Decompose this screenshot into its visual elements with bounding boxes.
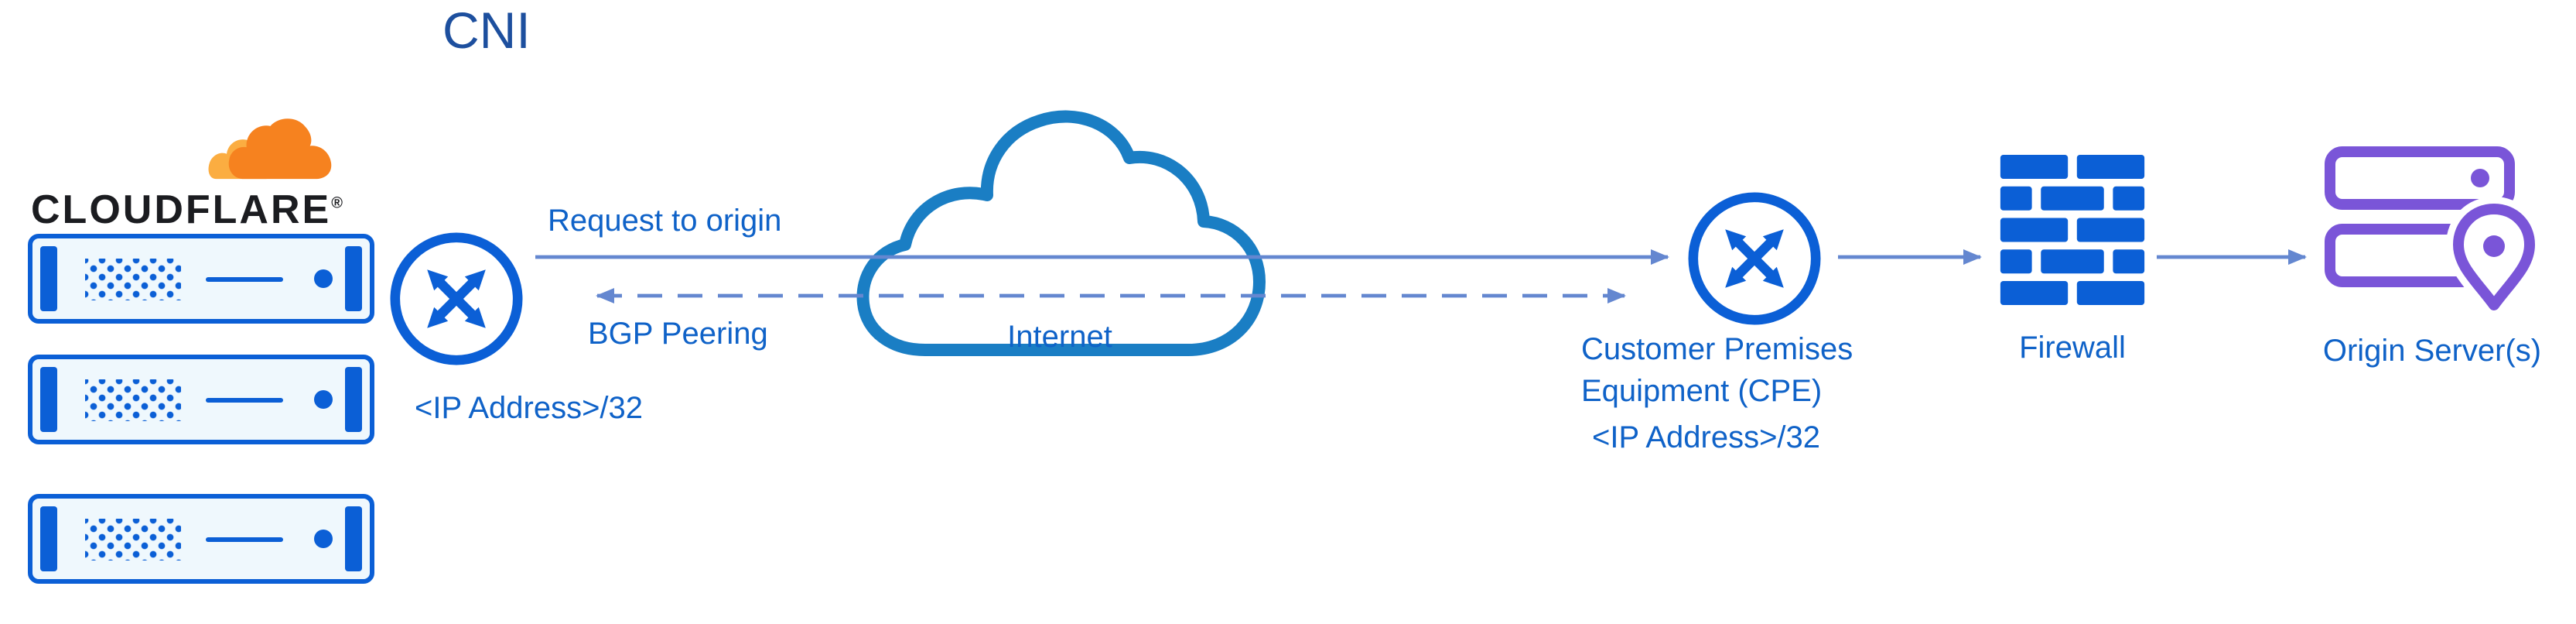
origin-server-led [2471, 169, 2489, 187]
router-arrows [1730, 234, 1779, 283]
firewall-label: Firewall [2019, 331, 2126, 365]
cni-router-icon [390, 232, 523, 365]
cloud-outline [856, 110, 1266, 356]
server-vent-dots [85, 518, 181, 560]
server-slot-line [206, 397, 283, 402]
cpe-label-line1: Customer Premises [1581, 333, 1853, 367]
server-led-dot [314, 269, 333, 288]
location-pin-dot [2483, 235, 2505, 257]
page-title: CNI [442, 2, 531, 59]
cloudflare-logo: CLOUDFLARE® [31, 118, 396, 232]
server-led-dot [314, 390, 333, 409]
edge-server [28, 494, 374, 584]
bgp-peering-label: BGP Peering [588, 317, 768, 351]
server-led-dot [314, 530, 333, 548]
wordmark-text: CLOUDFLARE [31, 186, 332, 232]
internet-label: Internet [1007, 321, 1112, 355]
server-slot-line [206, 537, 283, 541]
cpe-router-ip-label: <IP Address>/32 [1592, 421, 1821, 455]
router-arrows [432, 274, 481, 324]
firewall-bricks [2000, 155, 2145, 305]
server-left-tab [40, 367, 57, 432]
cpe-label-line2: Equipment (CPE) [1581, 375, 1823, 409]
request-to-origin-label: Request to origin [548, 204, 782, 238]
server-left-tab [40, 246, 57, 311]
server-right-tab [345, 367, 362, 432]
edge-server [28, 234, 374, 324]
registered-mark: ® [331, 195, 343, 213]
router-arrowheads [427, 269, 486, 328]
server-left-tab [40, 506, 57, 571]
cloudflare-wordmark: CLOUDFLARE® [31, 186, 343, 234]
server-right-tab [345, 246, 362, 311]
cloudflare-logo-cloud-icon [208, 118, 332, 180]
server-slot-line [206, 276, 283, 281]
origin-server-icon [2325, 146, 2540, 314]
cpe-router-icon [1688, 192, 1821, 325]
logo-cloud-front [228, 118, 332, 180]
origin-server-label: Origin Server(s) [2322, 334, 2542, 369]
router-arrowheads [1725, 229, 1784, 288]
cpe-label: Customer Premises Equipment (CPE) [1581, 330, 1853, 413]
firewall-icon [2000, 155, 2145, 305]
server-vent-dots [85, 379, 181, 420]
server-right-tab [345, 506, 362, 571]
cni-router-ip-label: <IP Address>/32 [415, 392, 644, 426]
edge-server [28, 355, 374, 444]
server-vent-dots [85, 258, 181, 300]
